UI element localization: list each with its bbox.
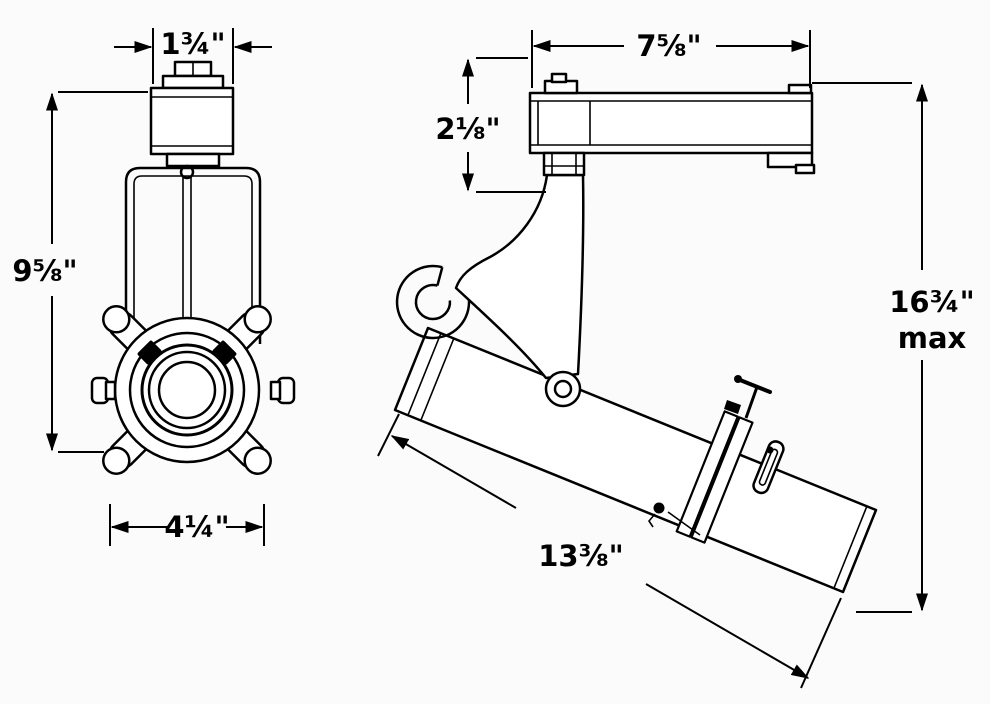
cross-knob [243, 305, 272, 334]
support-arm-hook [395, 264, 471, 340]
arm-body [454, 173, 585, 380]
adjustment-slot [752, 440, 785, 495]
dim-front-top-width-label: 1¾" [160, 27, 225, 61]
extension-line [800, 597, 842, 689]
side-view: 7⅝" 2⅛" 16¾" max 13⅜" [377, 29, 975, 689]
yoke-outer [124, 166, 262, 344]
track-adapter [149, 60, 235, 168]
dim-side-drop-height-label: 2⅛" [435, 112, 500, 146]
lamp-cylinder [393, 326, 878, 594]
dim-side-max-height-label: 16¾" [889, 285, 975, 319]
lamp-rear-seam [420, 337, 455, 421]
clamp-plate-rear [675, 410, 739, 538]
lamp-rear-seam [407, 332, 442, 416]
stem-body [542, 151, 586, 177]
lamp-body [393, 326, 878, 594]
thumbscrew-left-stem [104, 380, 117, 401]
track-end-cap [766, 151, 814, 169]
clamp-screw-ball [734, 375, 742, 383]
side-stem [542, 151, 586, 177]
track-body [528, 91, 814, 155]
slot-screw [766, 446, 774, 454]
slot-inner [758, 448, 779, 486]
lens-clip [212, 340, 237, 365]
lens-clips [137, 340, 237, 365]
dim-front-height-label: 9⅝" [12, 254, 77, 288]
front-dimensions: 1¾" 9⅝" 4¼" [12, 27, 272, 546]
clamp-plate-front [690, 416, 754, 544]
hook-cap [436, 266, 444, 286]
track-end-tab [794, 163, 816, 175]
adapter-plate [161, 74, 225, 90]
adapter-body [149, 86, 235, 156]
side-dimensions: 7⅝" 2⅛" 16¾" max 13⅜" [377, 29, 975, 689]
dim-side-top-width-label: 7⅝" [636, 29, 701, 63]
dimension-line [645, 583, 810, 679]
track-right-tab [787, 83, 813, 95]
lens-clip [137, 340, 162, 365]
wire-clip [647, 513, 656, 528]
extension-line [377, 413, 400, 457]
track-mount-button-top [550, 72, 568, 84]
accessory-clamp [647, 375, 785, 544]
cross-knob [102, 305, 131, 334]
clamp-knob [653, 502, 665, 514]
support-arm [454, 173, 585, 408]
lens-center [157, 360, 217, 420]
clamp-screw-handle [738, 378, 772, 394]
yoke [124, 166, 262, 344]
yoke-inner [133, 175, 253, 338]
lamp-front-cap-line [833, 505, 868, 589]
dim-side-max-suffix-label: max [898, 321, 967, 355]
cross-knob [102, 446, 131, 475]
clamp-clip [724, 400, 741, 414]
dim-side-body-length-label: 13⅜" [538, 539, 624, 573]
front-view: 1¾" 9⅝" 4¼" [12, 27, 296, 546]
slot-outer [752, 440, 785, 495]
thumbscrew-right-stem [269, 380, 282, 401]
dim-front-bottom-width-label: 4¼" [164, 510, 229, 544]
clamp-screw-rod [744, 386, 759, 419]
hook-inner-arc [414, 283, 452, 321]
pivot-knob-center [553, 379, 573, 399]
lamp-head [113, 316, 261, 464]
stem [179, 164, 195, 320]
dimension-line [390, 435, 517, 509]
adapter-collar [165, 152, 221, 168]
thumbscrews [90, 376, 296, 405]
clamp-bracket-line [667, 511, 701, 536]
cross-knob [243, 446, 272, 475]
track-rail [528, 72, 816, 175]
hook-outer-arc [395, 264, 471, 340]
